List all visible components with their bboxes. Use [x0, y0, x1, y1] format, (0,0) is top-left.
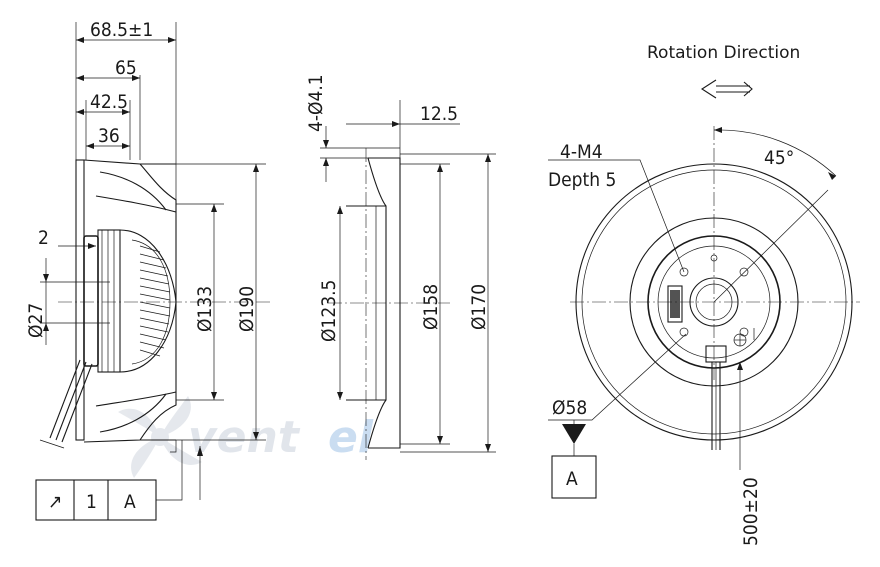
nozzle-view: 4-Ø4.1 12.5 Ø123.5 Ø158 Ø170	[305, 74, 496, 460]
dim-holes: 4-Ø4.1	[305, 74, 327, 132]
dim-nozzle-mid: Ø158	[420, 284, 442, 330]
dim-cable-length: 500±20	[740, 477, 762, 546]
watermark: vent el	[118, 396, 374, 478]
watermark-fan-icon	[118, 396, 202, 478]
dim-flange-width: 12.5	[420, 103, 458, 125]
impeller-blades	[139, 245, 171, 357]
tolerance-datum: A	[124, 491, 136, 513]
watermark-text-b: el	[328, 412, 374, 463]
dim-offset-2: 2	[38, 227, 49, 249]
dim-overall-depth: 68.5±1	[90, 19, 153, 41]
dim-outer-dia: Ø190	[236, 286, 258, 332]
thread-spec: 4-M4	[560, 141, 603, 163]
watermark-text-a: vent	[188, 412, 301, 463]
side-view: 68.5±1 65 42.5 36 2 Ø27	[25, 19, 270, 501]
dim-inlet-dia: Ø133	[194, 286, 216, 332]
thread-depth: Depth 5	[548, 169, 616, 191]
rotation-arrow-icon	[700, 79, 753, 99]
dim-hub-dia: Ø27	[25, 303, 47, 338]
tolerance-value: 1	[86, 491, 97, 513]
datum-box	[551, 455, 597, 499]
rotation-title: Rotation Direction	[647, 43, 800, 63]
dim-bolt-circle: Ø58	[552, 397, 587, 419]
dim-depth-36: 36	[98, 125, 120, 147]
tolerance-frame: ↗ 1 A	[35, 479, 157, 521]
front-view: Rotation Direction	[548, 43, 860, 546]
dim-nozzle-inner: Ø123.5	[318, 280, 340, 342]
dim-nozzle-outer: Ø170	[468, 284, 490, 330]
dim-depth-42-5: 42.5	[90, 91, 128, 113]
dim-angle: 45°	[764, 147, 794, 169]
datum-label: A	[566, 468, 578, 490]
runout-symbol: ↗	[48, 491, 62, 513]
dim-depth-65: 65	[115, 57, 137, 79]
